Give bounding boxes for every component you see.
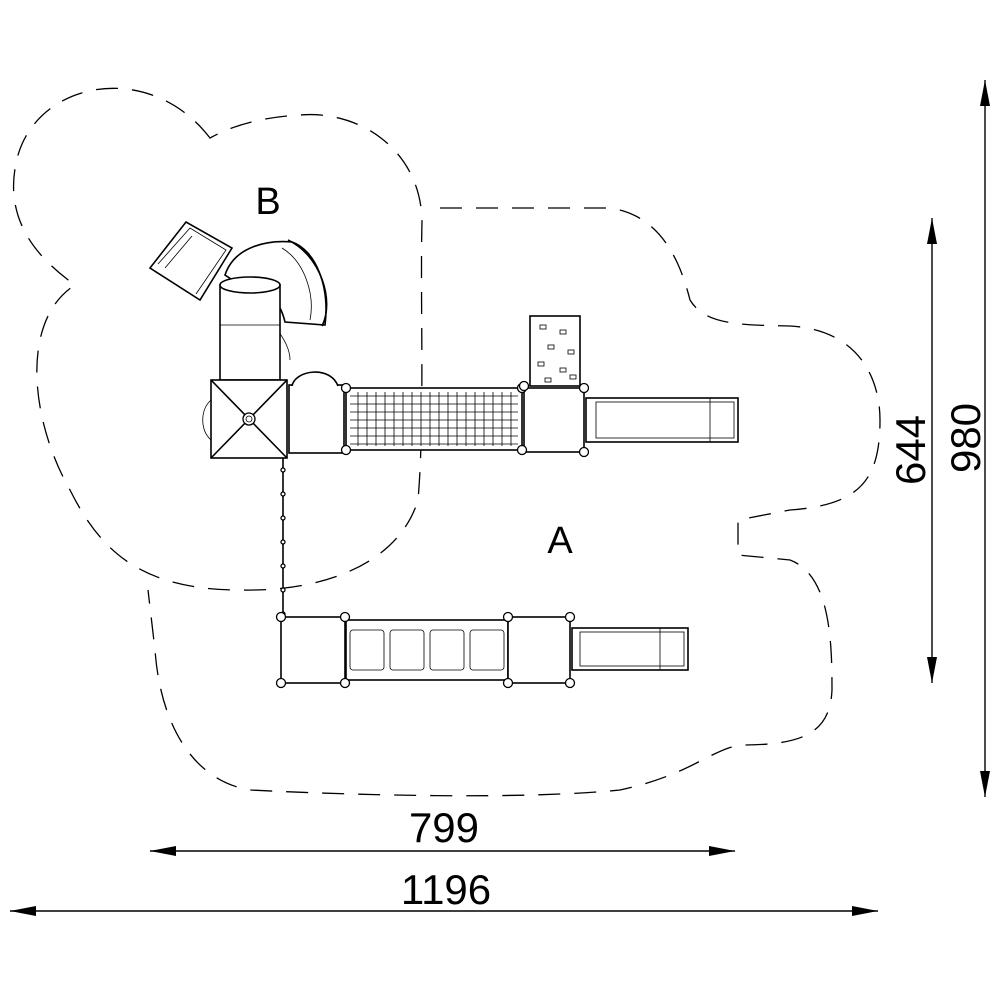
climbing-hold (559, 367, 567, 373)
platform-1 (288, 371, 345, 454)
climbing-hold (539, 324, 547, 330)
dimension-inner-height: 644 (887, 218, 937, 683)
dimension-outer-width-value: 1196 (401, 866, 491, 913)
slide-upper (585, 397, 739, 443)
post (502, 611, 514, 623)
post (340, 382, 352, 394)
zone-a-label: A (547, 520, 573, 562)
climbing-hold (537, 361, 545, 367)
rail-bolt (280, 539, 286, 545)
plank (429, 629, 465, 671)
dimension-outer-width: 1196 (10, 866, 878, 916)
dimension-inner-width-value: 799 (409, 804, 479, 851)
wave-slide (148, 220, 234, 302)
climbing-hold (544, 377, 552, 383)
slide-lower (571, 627, 689, 671)
rail-bolt (280, 467, 286, 473)
post (578, 446, 590, 458)
climbing-hold (559, 329, 567, 335)
plank (389, 629, 425, 671)
tube-slide (219, 239, 328, 381)
platform-4 (507, 616, 571, 684)
climbing-hold (547, 344, 555, 350)
dimension-outer-height-value: 980 (942, 403, 989, 473)
roof-tower (202, 379, 288, 459)
safety-zone-a-outline (147, 207, 881, 797)
post (502, 677, 514, 689)
plank (349, 629, 385, 671)
climbing-hold (567, 349, 575, 355)
rail-bolt (280, 587, 286, 593)
climbing-wall (529, 315, 581, 387)
dimension-inner-height-value: 644 (887, 415, 934, 485)
platform-3 (280, 616, 346, 684)
post (516, 444, 528, 456)
dimension-outer-height: 980 (942, 80, 990, 797)
platform-2 (523, 387, 585, 453)
plank-bridge (345, 619, 509, 681)
post (564, 611, 576, 623)
plank (469, 629, 505, 671)
post (518, 380, 530, 392)
rail-bolt (280, 491, 286, 497)
post (275, 611, 287, 623)
rail-bolt (280, 563, 286, 569)
post (578, 382, 590, 394)
rail-bolt (280, 515, 286, 521)
post (340, 444, 352, 456)
safety-zone-b-outline (12, 87, 423, 591)
net-bridge (345, 387, 523, 451)
climbing-hold (569, 374, 577, 380)
dimension-inner-width: 799 (150, 804, 735, 856)
post (564, 677, 576, 689)
post (339, 611, 351, 623)
post (339, 677, 351, 689)
zone-b-label: B (255, 181, 280, 223)
post (275, 677, 287, 689)
